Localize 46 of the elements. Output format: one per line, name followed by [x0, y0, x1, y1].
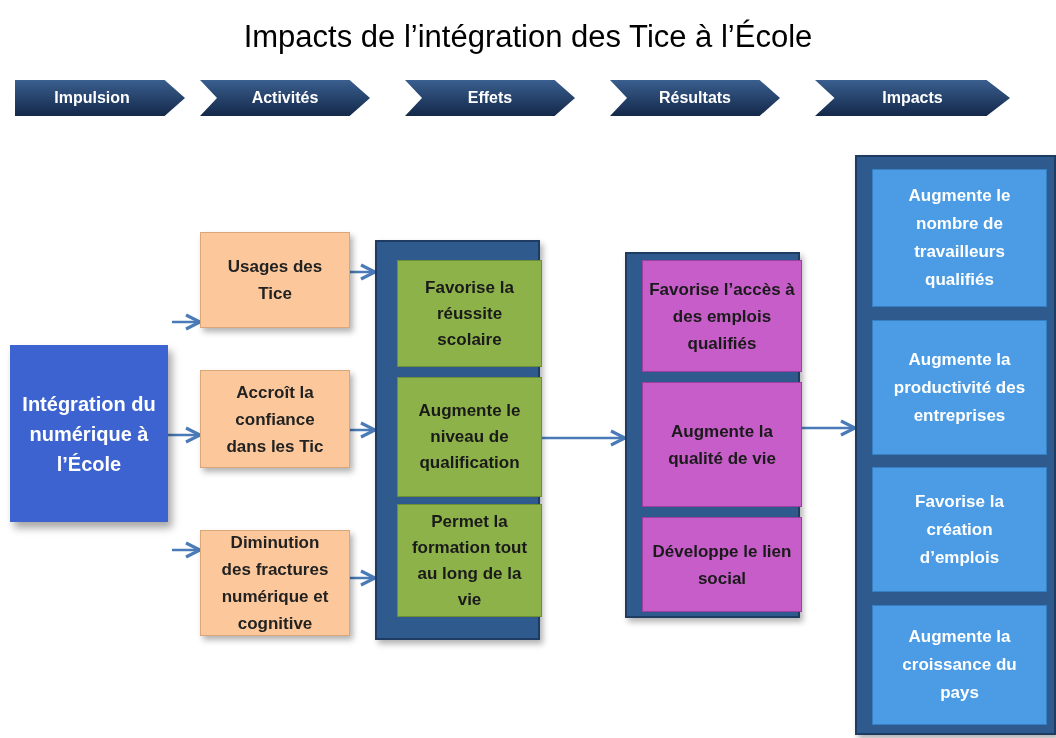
stage-banner	[15, 80, 185, 116]
process-box	[642, 260, 802, 372]
node-label: Augmente le nombre de travailleurs qualifiés	[907, 185, 1012, 291]
node-label: Augmente la croissance du pays	[901, 626, 1018, 704]
process-box	[872, 320, 1047, 455]
diagram-title: Impacts de l’intégration des Tice à l’École	[242, 18, 814, 56]
process-box	[872, 467, 1047, 592]
process-box	[397, 377, 542, 497]
node-label: Augmente la productivité des entreprises	[892, 348, 1027, 427]
node-label: Favorise la création d’emplois	[914, 490, 1005, 569]
node-label: Impacts	[881, 88, 944, 108]
arrow	[172, 313, 202, 331]
node-label: Favorise l’accès à des emplois qualifiés	[648, 278, 796, 355]
node-label: Accroît la confiance dans les Tic	[225, 381, 325, 458]
process-box	[10, 345, 168, 522]
node-label: Augmente la qualité de vie	[667, 420, 777, 470]
node-label: Activités	[250, 88, 320, 108]
arrow	[168, 426, 202, 444]
node-label: Favorise la réussite scolaire	[424, 276, 515, 351]
process-box	[200, 370, 350, 468]
process-box	[200, 232, 350, 328]
node-label: Intégration du numérique à l’École	[21, 391, 157, 477]
process-box	[397, 504, 542, 617]
group-panel	[375, 240, 540, 640]
arrow	[540, 429, 627, 447]
arrow	[172, 541, 202, 559]
node-label: Permet la formation tout au long de la vie	[410, 510, 529, 611]
arrow	[800, 419, 857, 437]
group-panel	[625, 252, 800, 618]
arrow	[350, 421, 377, 439]
process-box	[642, 382, 802, 507]
node-label: Diminution des fractures numérique et cognitive	[220, 532, 330, 635]
group-panel	[855, 155, 1056, 735]
process-box	[397, 260, 542, 367]
process-box	[200, 530, 350, 636]
node-label: Augmente le niveau de qualification	[417, 400, 522, 474]
arrow	[350, 263, 377, 281]
node-label: Résultats	[658, 88, 732, 108]
node-label: Usages des Tice	[226, 256, 324, 305]
process-box	[872, 605, 1047, 725]
process-box	[642, 517, 802, 612]
node-label: Effets	[466, 88, 514, 108]
node-label: Développe le lien social	[651, 540, 793, 590]
arrow	[350, 569, 377, 587]
node-label: Impulsion	[54, 88, 131, 108]
process-box	[872, 169, 1047, 307]
